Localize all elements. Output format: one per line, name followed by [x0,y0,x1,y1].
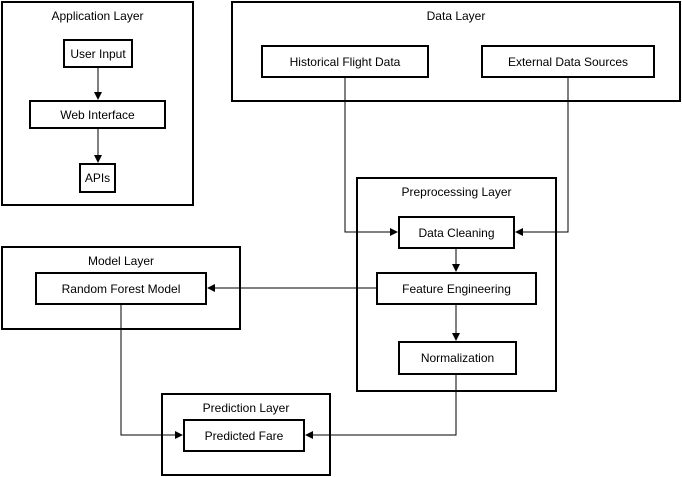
external-data-sources-node: External Data Sources [481,45,655,78]
data-layer-title: Data Layer [426,9,486,23]
user-input-node: User Input [63,39,133,68]
normalization-node: Normalization [398,341,517,375]
data-cleaning-node: Data Cleaning [398,216,515,249]
edge-normalization-predictedfare [305,375,457,439]
edge-external-datacleaning [515,78,569,236]
preprocessing-layer-title: Preprocessing Layer [401,185,512,199]
prediction-layer-title: Prediction Layer [202,401,290,415]
historical-flight-data-node: Historical Flight Data [261,45,429,78]
predicted-fare-node: Predicted Fare [183,419,305,452]
feature-engineering-node: Feature Engineering [376,272,537,305]
application-layer-title: Application Layer [51,9,144,23]
web-interface-node: Web Interface [29,100,166,129]
apis-node: APIs [79,163,116,193]
edge-randomforest-predictedfare [120,305,183,439]
model-layer-title: Model Layer [87,254,155,268]
random-forest-model-node: Random Forest Model [35,272,207,305]
edge-historical-datacleaning [344,78,398,236]
